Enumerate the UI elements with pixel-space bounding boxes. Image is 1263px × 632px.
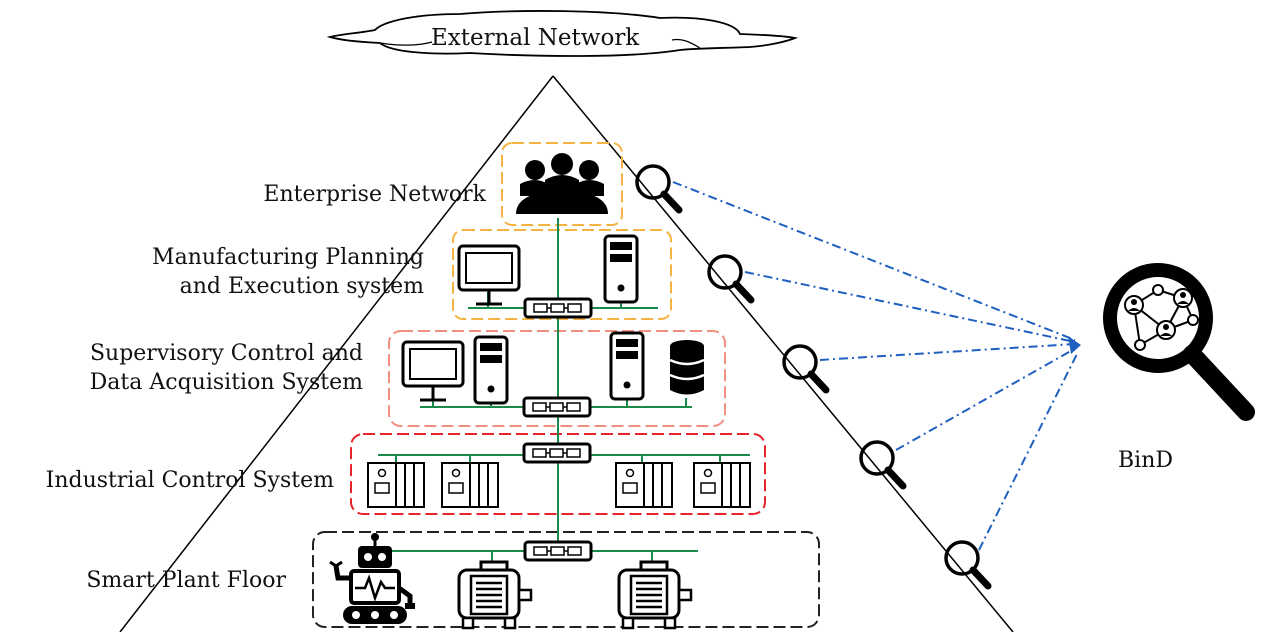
server-icon <box>473 335 509 405</box>
label-line: Data Acquisition System <box>89 370 363 395</box>
plc-icon <box>367 462 425 508</box>
bind-label: BinD <box>1118 448 1174 473</box>
plant-floor-box <box>312 531 820 628</box>
plc-icon <box>615 462 673 508</box>
external-network-label: External Network <box>431 25 640 51</box>
network-switch-icon <box>523 297 593 319</box>
monitor-icon <box>401 340 465 402</box>
label-line: Smart Plant Floor <box>86 568 286 593</box>
plc-icon <box>693 462 751 508</box>
bind-magnifier-icon <box>1103 263 1255 421</box>
people-group-icon <box>516 153 608 214</box>
electric-motor-icon <box>457 560 533 630</box>
pyramid-right-edge <box>552 75 1014 632</box>
monitor-icon <box>457 244 521 306</box>
monitor-probe-icon <box>784 346 826 390</box>
robot-icon <box>329 533 415 624</box>
label-line: and Execution system <box>179 274 424 299</box>
plc-icon <box>441 462 499 508</box>
network-switch-icon <box>522 442 592 464</box>
server-icon <box>603 234 639 304</box>
label-line: Manufacturing Planning <box>152 245 424 270</box>
electric-motor-icon <box>617 560 693 630</box>
layer-label-ics: Industrial Control System <box>46 466 334 495</box>
layer-label-scada: Supervisory Control and Data Acquisition… <box>90 339 363 397</box>
layer-label-mes: Manufacturing Planning and Execution sys… <box>152 243 424 301</box>
arrowhead <box>1068 336 1081 354</box>
monitor-probe-icon <box>709 256 751 300</box>
telemetry-arrows <box>672 181 1079 551</box>
monitor-probe-icon <box>946 542 988 586</box>
enterprise-network-box <box>501 142 623 226</box>
network-switch-icon <box>522 396 592 418</box>
pyramid-left-edge <box>119 75 554 632</box>
layer-label-enterprise: Enterprise Network <box>263 180 486 209</box>
mes-box <box>452 229 672 320</box>
server-icon <box>609 331 645 401</box>
label-line: Industrial Control System <box>45 468 334 493</box>
network-switch-icon <box>523 540 593 562</box>
layer-label-plant: Smart Plant Floor <box>86 566 286 595</box>
label-line: Enterprise Network <box>263 182 486 207</box>
label-line: Supervisory Control and <box>89 341 363 366</box>
database-icon <box>669 340 705 395</box>
